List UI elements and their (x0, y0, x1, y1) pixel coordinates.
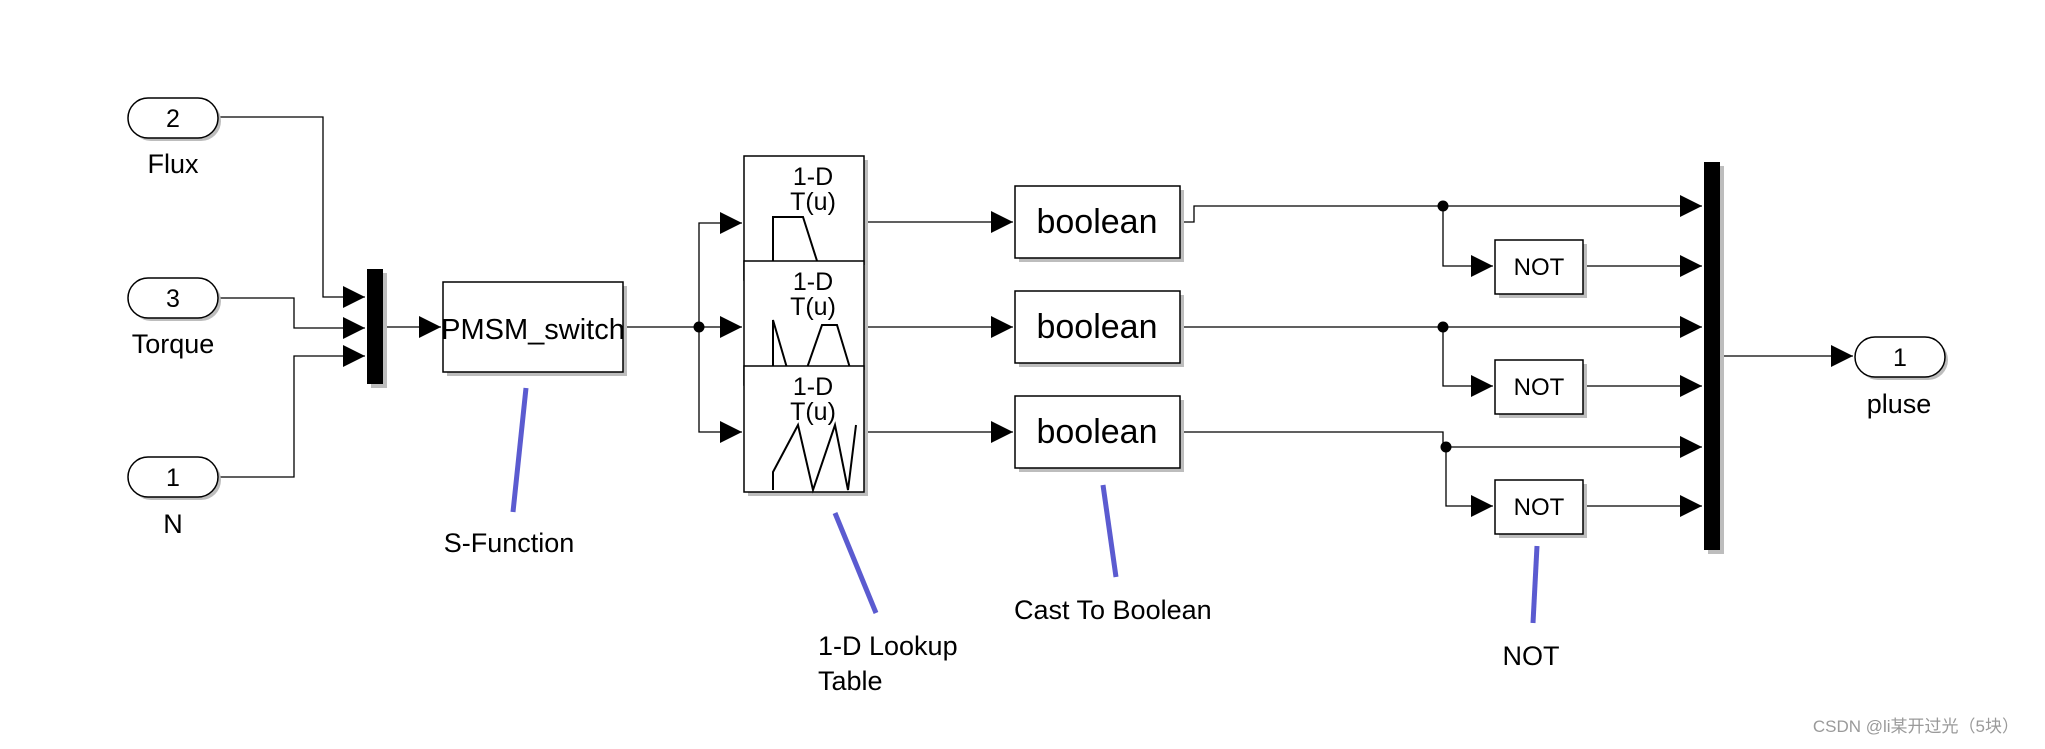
lookup-annotation-line2: Table (818, 666, 883, 696)
branch-point (1437, 200, 1449, 212)
wire-cast3-out (1180, 431, 1702, 458)
inport-flux-number: 2 (166, 105, 180, 133)
lookup-table-2-curve (772, 319, 851, 380)
inport-n-label: N (163, 509, 183, 539)
inport-n[interactable]: 1 (127, 456, 221, 500)
wire-n (218, 345, 365, 478)
lookup-table-1-curve (772, 216, 819, 275)
input-mux-block[interactable] (367, 269, 387, 388)
wire-flux (218, 116, 365, 308)
cast-annotation: Cast To Boolean (1014, 595, 1212, 625)
not-block-3[interactable]: NOT (1494, 479, 1587, 538)
outport-pluse[interactable]: 1 (1854, 336, 1948, 380)
branch-point (693, 321, 705, 333)
not-annotation-line (1530, 545, 1540, 624)
branch-point (1440, 441, 1452, 453)
wire-branch-not3 (1445, 447, 1493, 517)
cast-boolean-3-label: boolean (1036, 413, 1157, 451)
lookup-annotation-line1: 1-D Lookup (818, 631, 958, 661)
not-block-1[interactable]: NOT (1494, 239, 1587, 298)
lookup-table-3-func: T(u) (790, 398, 836, 426)
sfunction-annotation-line (510, 387, 529, 513)
wire-branch-not2 (1442, 327, 1493, 397)
wire-torque (218, 297, 365, 339)
sfunction-name: PMSM_switch (441, 314, 625, 346)
wire-branch-not1 (1442, 206, 1493, 277)
wire-to-lut3 (698, 327, 742, 443)
lookup-table-3-curve (772, 421, 857, 494)
outport-number: 1 (1893, 344, 1907, 372)
inport-torque[interactable]: 3 (127, 277, 221, 321)
not-block-3-label: NOT (1514, 494, 1565, 521)
lookup-table-2-title: 1-D (793, 268, 833, 296)
lookup-table-3[interactable]: 1-D T(u) (743, 365, 868, 496)
lookup-table-1-func: T(u) (790, 188, 836, 216)
not-annotation: NOT (1503, 641, 1560, 671)
lookup-table-2-func: T(u) (790, 293, 836, 321)
outport-label: pluse (1867, 389, 1932, 419)
not-block-1-label: NOT (1514, 254, 1565, 281)
signal-lines (218, 116, 1853, 517)
branch-point (1437, 321, 1449, 333)
sfunction-annotation: S-Function (444, 528, 575, 558)
inport-flux-label: Flux (147, 149, 199, 179)
cast-boolean-2-label: boolean (1036, 308, 1157, 346)
output-mux-block[interactable] (1704, 162, 1724, 554)
inport-torque-label: Torque (132, 329, 215, 359)
sfunction-block[interactable]: PMSM_switch (441, 281, 627, 376)
wire-to-lut1 (698, 212, 742, 327)
lookup-table-1-title: 1-D (793, 163, 833, 191)
watermark: CSDN @li某开过光（5块） (1812, 717, 2019, 736)
inport-flux[interactable]: 2 (127, 97, 221, 141)
cast-boolean-1-label: boolean (1036, 203, 1157, 241)
not-block-2-label: NOT (1514, 374, 1565, 401)
inport-torque-number: 3 (166, 285, 180, 313)
not-block-2[interactable]: NOT (1494, 359, 1587, 418)
lookup-annotation-line (832, 512, 879, 614)
inport-n-number: 1 (166, 464, 180, 492)
cast-annotation-line (1100, 484, 1119, 578)
lookup-table-3-title: 1-D (793, 373, 833, 401)
cast-boolean-block-3[interactable]: boolean (1014, 395, 1184, 472)
cast-boolean-block-2[interactable]: boolean (1014, 290, 1184, 367)
cast-boolean-block-1[interactable]: boolean (1014, 185, 1184, 262)
